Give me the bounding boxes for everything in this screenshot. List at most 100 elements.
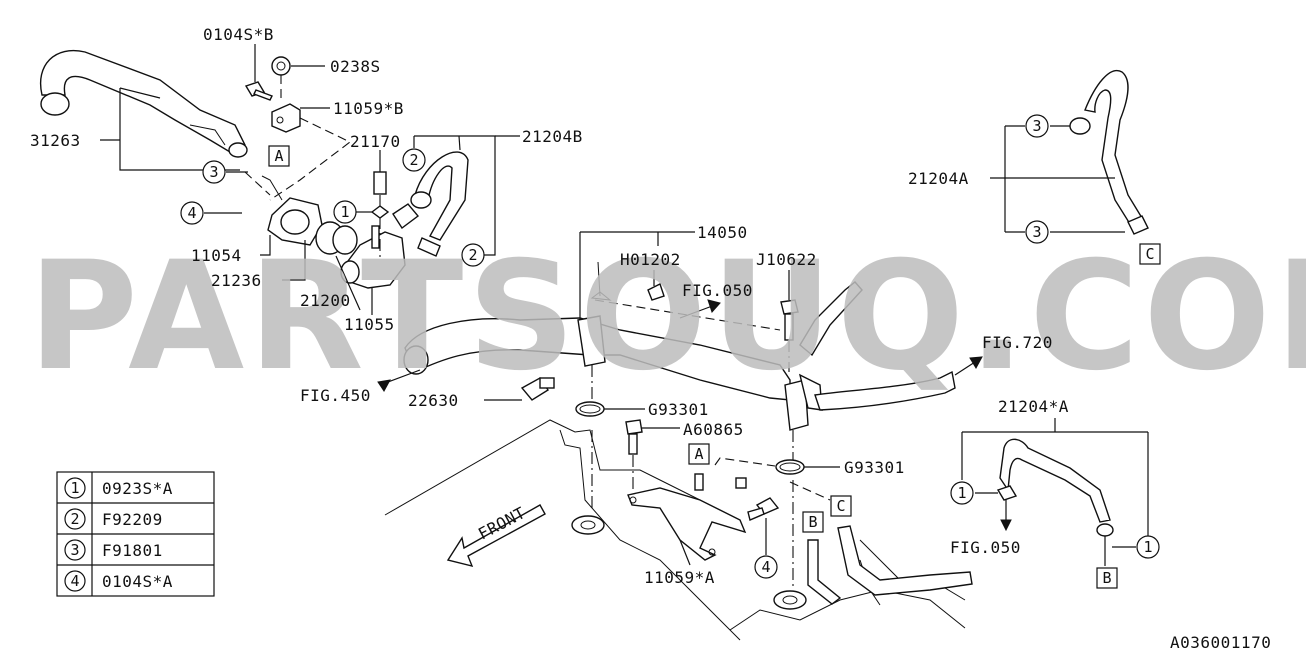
legend-row-2: 2 F92209 <box>64 508 163 530</box>
front-direction-arrow: FRONT <box>446 503 546 568</box>
dashed-leaders-top-left <box>244 75 352 201</box>
thermostat-21200[interactable] <box>332 225 358 255</box>
plug-H01202[interactable] <box>647 283 665 301</box>
part-labels: 0104S*B 0238S 11059*B 31263 21170 21204B… <box>30 25 1271 652</box>
o-ring-G93301-a[interactable] <box>575 401 605 417</box>
leader-lines <box>100 44 1149 566</box>
thermostat-cover-11054[interactable] <box>261 175 323 246</box>
legend-part-4[interactable]: 0104S*A <box>102 572 173 591</box>
svg-text:3: 3 <box>1032 223 1041 241</box>
callout-4-bottom[interactable]: 4 <box>754 555 778 579</box>
svg-text:C: C <box>836 497 845 515</box>
hose-21204A[interactable] <box>1069 69 1149 235</box>
bolt-J10622[interactable] <box>780 299 799 372</box>
dashed-pipe-leaders <box>591 365 794 590</box>
bracket-11059-B[interactable] <box>271 103 301 133</box>
bolt-0104S-B[interactable] <box>244 81 273 101</box>
legend-part-2[interactable]: F92209 <box>102 510 163 529</box>
callout-1-center[interactable]: 1 <box>333 200 357 224</box>
callout-2-upper[interactable]: 2 <box>402 148 426 172</box>
svg-text:2: 2 <box>468 246 477 264</box>
label-fig050-bottom[interactable]: FIG.050 <box>950 538 1021 557</box>
hose-21204-A[interactable] <box>996 438 1114 537</box>
legend-row-3: 3 F91801 <box>64 539 163 561</box>
label-22630[interactable]: 22630 <box>408 391 459 410</box>
label-fig720[interactable]: FIG.720 <box>982 333 1053 352</box>
label-21204A[interactable]: 21204A <box>908 169 969 188</box>
svg-text:3: 3 <box>70 541 79 559</box>
label-H01202[interactable]: H01202 <box>620 250 681 269</box>
hose-31263[interactable] <box>39 49 248 158</box>
label-21236[interactable]: 21236 <box>211 271 262 290</box>
diagram-code: A036001170 <box>1170 633 1271 652</box>
callout-3-right-top[interactable]: 3 <box>1025 114 1049 138</box>
label-11059-B[interactable]: 11059*B <box>333 99 404 118</box>
label-J10622[interactable]: J10622 <box>756 250 817 269</box>
marker-box-C-bottom[interactable]: C <box>830 495 852 517</box>
pipe-branch-right[interactable] <box>814 370 956 411</box>
label-21204B[interactable]: 21204B <box>522 127 583 146</box>
svg-text:2: 2 <box>70 510 79 528</box>
label-11059-A[interactable]: 11059*A <box>644 568 715 587</box>
label-14050[interactable]: 14050 <box>697 223 748 242</box>
bolt-0104S-A-bottom[interactable] <box>747 497 780 521</box>
svg-text:4: 4 <box>70 572 79 590</box>
o-ring-G93301-b[interactable] <box>775 459 805 475</box>
label-21170[interactable]: 21170 <box>350 132 401 151</box>
svg-text:4: 4 <box>187 204 196 222</box>
legend-table: 1 0923S*A 2 F92209 3 F91801 4 0104S*A <box>56 471 215 597</box>
svg-text:1: 1 <box>70 479 79 497</box>
label-fig450[interactable]: FIG.450 <box>300 386 371 405</box>
bolt-A60865[interactable] <box>625 419 643 490</box>
label-11055[interactable]: 11055 <box>344 315 395 334</box>
pipe-branch-up[interactable] <box>799 281 863 357</box>
svg-text:A: A <box>274 147 283 165</box>
label-11054[interactable]: 11054 <box>191 246 242 265</box>
label-fig050-top[interactable]: FIG.050 <box>682 281 753 300</box>
label-G93301-b[interactable]: G93301 <box>844 458 905 477</box>
marker-box-A-top[interactable]: A <box>268 145 290 167</box>
svg-text:C: C <box>1145 245 1154 263</box>
nut-0238S[interactable] <box>271 56 291 76</box>
pipe-C[interactable] <box>837 525 973 596</box>
label-21200[interactable]: 21200 <box>300 291 351 310</box>
legend-part-1[interactable]: 0923S*A <box>102 479 173 498</box>
legend-row-1: 1 0923S*A <box>64 477 173 499</box>
marker-box-A-bottom[interactable]: A <box>688 443 710 465</box>
bracket-11059-A[interactable] <box>627 473 747 561</box>
legend-row-4: 4 0104S*A <box>64 570 173 592</box>
pipe-B[interactable] <box>807 539 842 605</box>
label-0104S-B[interactable]: 0104S*B <box>203 25 274 44</box>
watermark-text: PARTSOUQ.COM <box>28 230 1306 404</box>
label-0238S[interactable]: 0238S <box>330 57 381 76</box>
svg-text:3: 3 <box>1032 117 1041 135</box>
marker-box-C-right-top[interactable]: C <box>1139 243 1161 265</box>
svg-text:3: 3 <box>209 163 218 181</box>
svg-text:1: 1 <box>340 203 349 221</box>
label-31263[interactable]: 31263 <box>30 131 81 150</box>
callout-circles: 3 4 1 2 2 3 3 4 <box>180 114 1160 579</box>
seat-right <box>773 590 807 610</box>
label-G93301-a[interactable]: G93301 <box>648 400 709 419</box>
svg-text:B: B <box>808 513 817 531</box>
callout-4-left[interactable]: 4 <box>180 201 204 225</box>
callout-2-lower[interactable]: 2 <box>461 243 485 267</box>
callout-1-bottom-left[interactable]: 1 <box>950 481 974 505</box>
marker-box-B-right[interactable]: B <box>1096 567 1118 589</box>
svg-text:A: A <box>694 445 703 463</box>
hose-21204B[interactable] <box>392 151 469 257</box>
callout-3-top-left[interactable]: 3 <box>202 160 226 184</box>
label-21204-A[interactable]: 21204*A <box>998 397 1069 416</box>
svg-text:1: 1 <box>1143 538 1152 556</box>
callout-1-bottom-right[interactable]: 1 <box>1136 535 1160 559</box>
svg-text:2: 2 <box>409 151 418 169</box>
label-A60865[interactable]: A60865 <box>683 420 744 439</box>
callout-3-right-bottom[interactable]: 3 <box>1025 220 1049 244</box>
marker-box-B-bottom[interactable]: B <box>802 511 824 533</box>
legend-part-3[interactable]: F91801 <box>102 541 163 560</box>
seat-left <box>571 515 605 535</box>
letter-markers: A C A B C B <box>268 145 1161 589</box>
sensor-22630[interactable] <box>520 377 555 401</box>
svg-text:B: B <box>1102 569 1111 587</box>
